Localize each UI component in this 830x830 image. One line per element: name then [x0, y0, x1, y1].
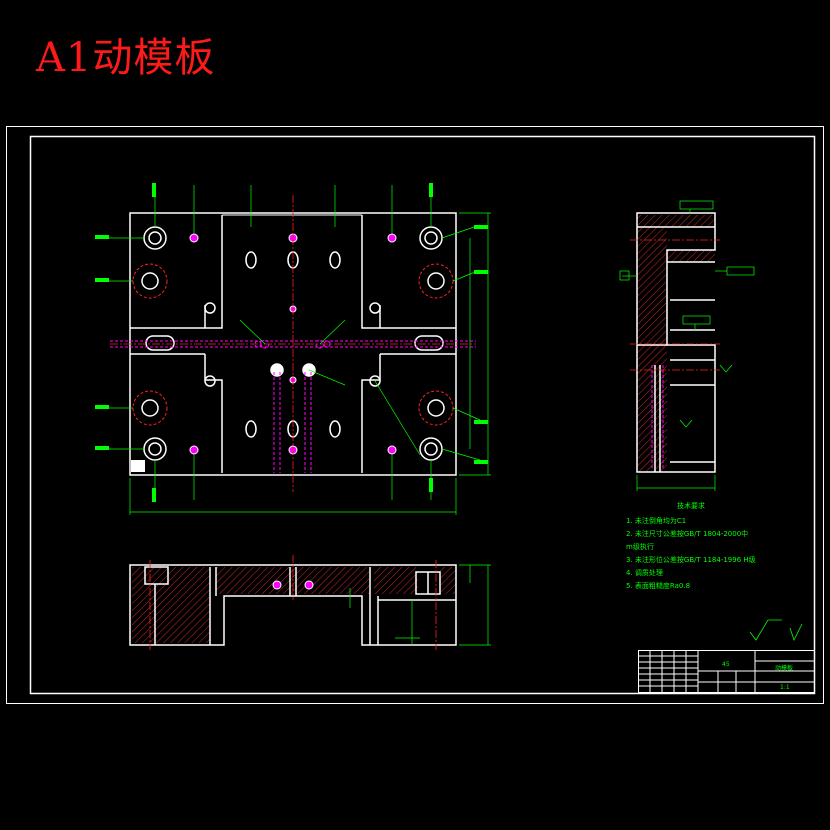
notes-heading: 技术要求: [677, 502, 705, 510]
titleblock-scale: 1:1: [780, 684, 790, 691]
plan-dimensions: [95, 185, 491, 515]
note-item: 5. 表面粗糙度Ra0.8: [626, 582, 691, 590]
note-item: 2. 未注尺寸公差按GB/T 1804-2000中: [626, 530, 749, 538]
note-item: 3. 未注形位公差按GB/T 1184-1996 H级: [626, 556, 756, 564]
sheet-outer-border: [6, 126, 824, 704]
plan-dim-ticks: [95, 183, 488, 502]
title-block[interactable]: [638, 650, 815, 693]
side-section-view[interactable]: [619, 200, 755, 491]
note-item: m级执行: [626, 543, 654, 551]
plan-centerlines: [110, 195, 476, 492]
plan-dashed-circles: [132, 263, 454, 426]
note-item: 4. 调质处理: [626, 569, 663, 577]
sheet-inner-border: [29, 135, 816, 695]
roughness-symbol: [749, 619, 803, 642]
technical-notes: 技术要求 1. 未注倒角均为C1 2. 未注尺寸公差按GB/T 1804-200…: [626, 500, 766, 593]
note-item: 1. 未注倒角均为C1: [626, 517, 687, 525]
drawing-title: A1动模板: [36, 35, 216, 81]
plan-hidden-lines: [110, 339, 476, 473]
titleblock-material: 45: [722, 661, 730, 668]
front-section-view[interactable]: [129, 555, 491, 650]
titleblock-name: 动模板: [775, 665, 794, 672]
